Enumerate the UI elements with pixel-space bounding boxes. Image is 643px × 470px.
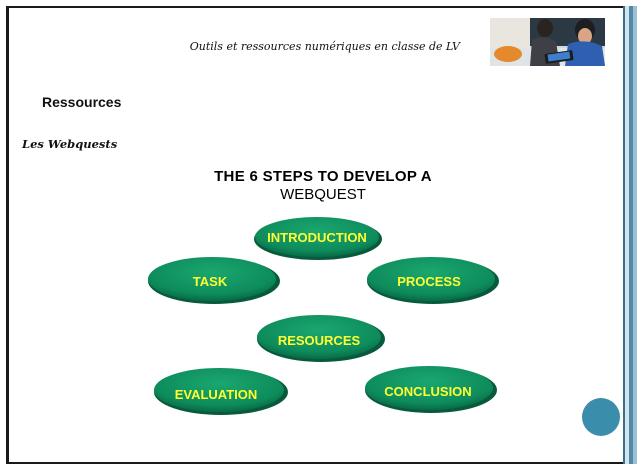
step-label-resources: RESOURCES bbox=[278, 333, 361, 348]
section-title: Ressources bbox=[42, 94, 122, 110]
step-label-task: TASK bbox=[193, 274, 228, 289]
decorative-circle bbox=[582, 398, 620, 436]
step-process: PROCESS bbox=[367, 257, 499, 304]
header-title: Outils et ressources numériques en class… bbox=[189, 40, 460, 53]
step-introduction: INTRODUCTION bbox=[254, 217, 382, 260]
classroom-photo bbox=[490, 18, 605, 66]
subsection-title: Les Webquests bbox=[22, 137, 118, 151]
step-conclusion: CONCLUSION bbox=[365, 366, 497, 413]
slide-frame-left bbox=[6, 6, 9, 464]
slide-frame-top bbox=[6, 6, 630, 8]
slide-frame-bottom bbox=[6, 462, 630, 464]
step-resources: RESOURCES bbox=[257, 315, 385, 362]
step-label-conclusion: CONCLUSION bbox=[384, 384, 471, 399]
diagram-title-line1: THE 6 STEPS TO DEVELOP A bbox=[214, 168, 432, 185]
step-task: TASK bbox=[148, 257, 280, 304]
step-label-process: PROCESS bbox=[397, 274, 461, 289]
step-evaluation: EVALUATION bbox=[154, 368, 288, 415]
step-label-evaluation: EVALUATION bbox=[175, 387, 258, 402]
slide-right-decor-bar bbox=[623, 6, 637, 464]
diagram-title-line2: WEBQUEST bbox=[280, 186, 366, 203]
step-label-introduction: INTRODUCTION bbox=[267, 230, 367, 245]
